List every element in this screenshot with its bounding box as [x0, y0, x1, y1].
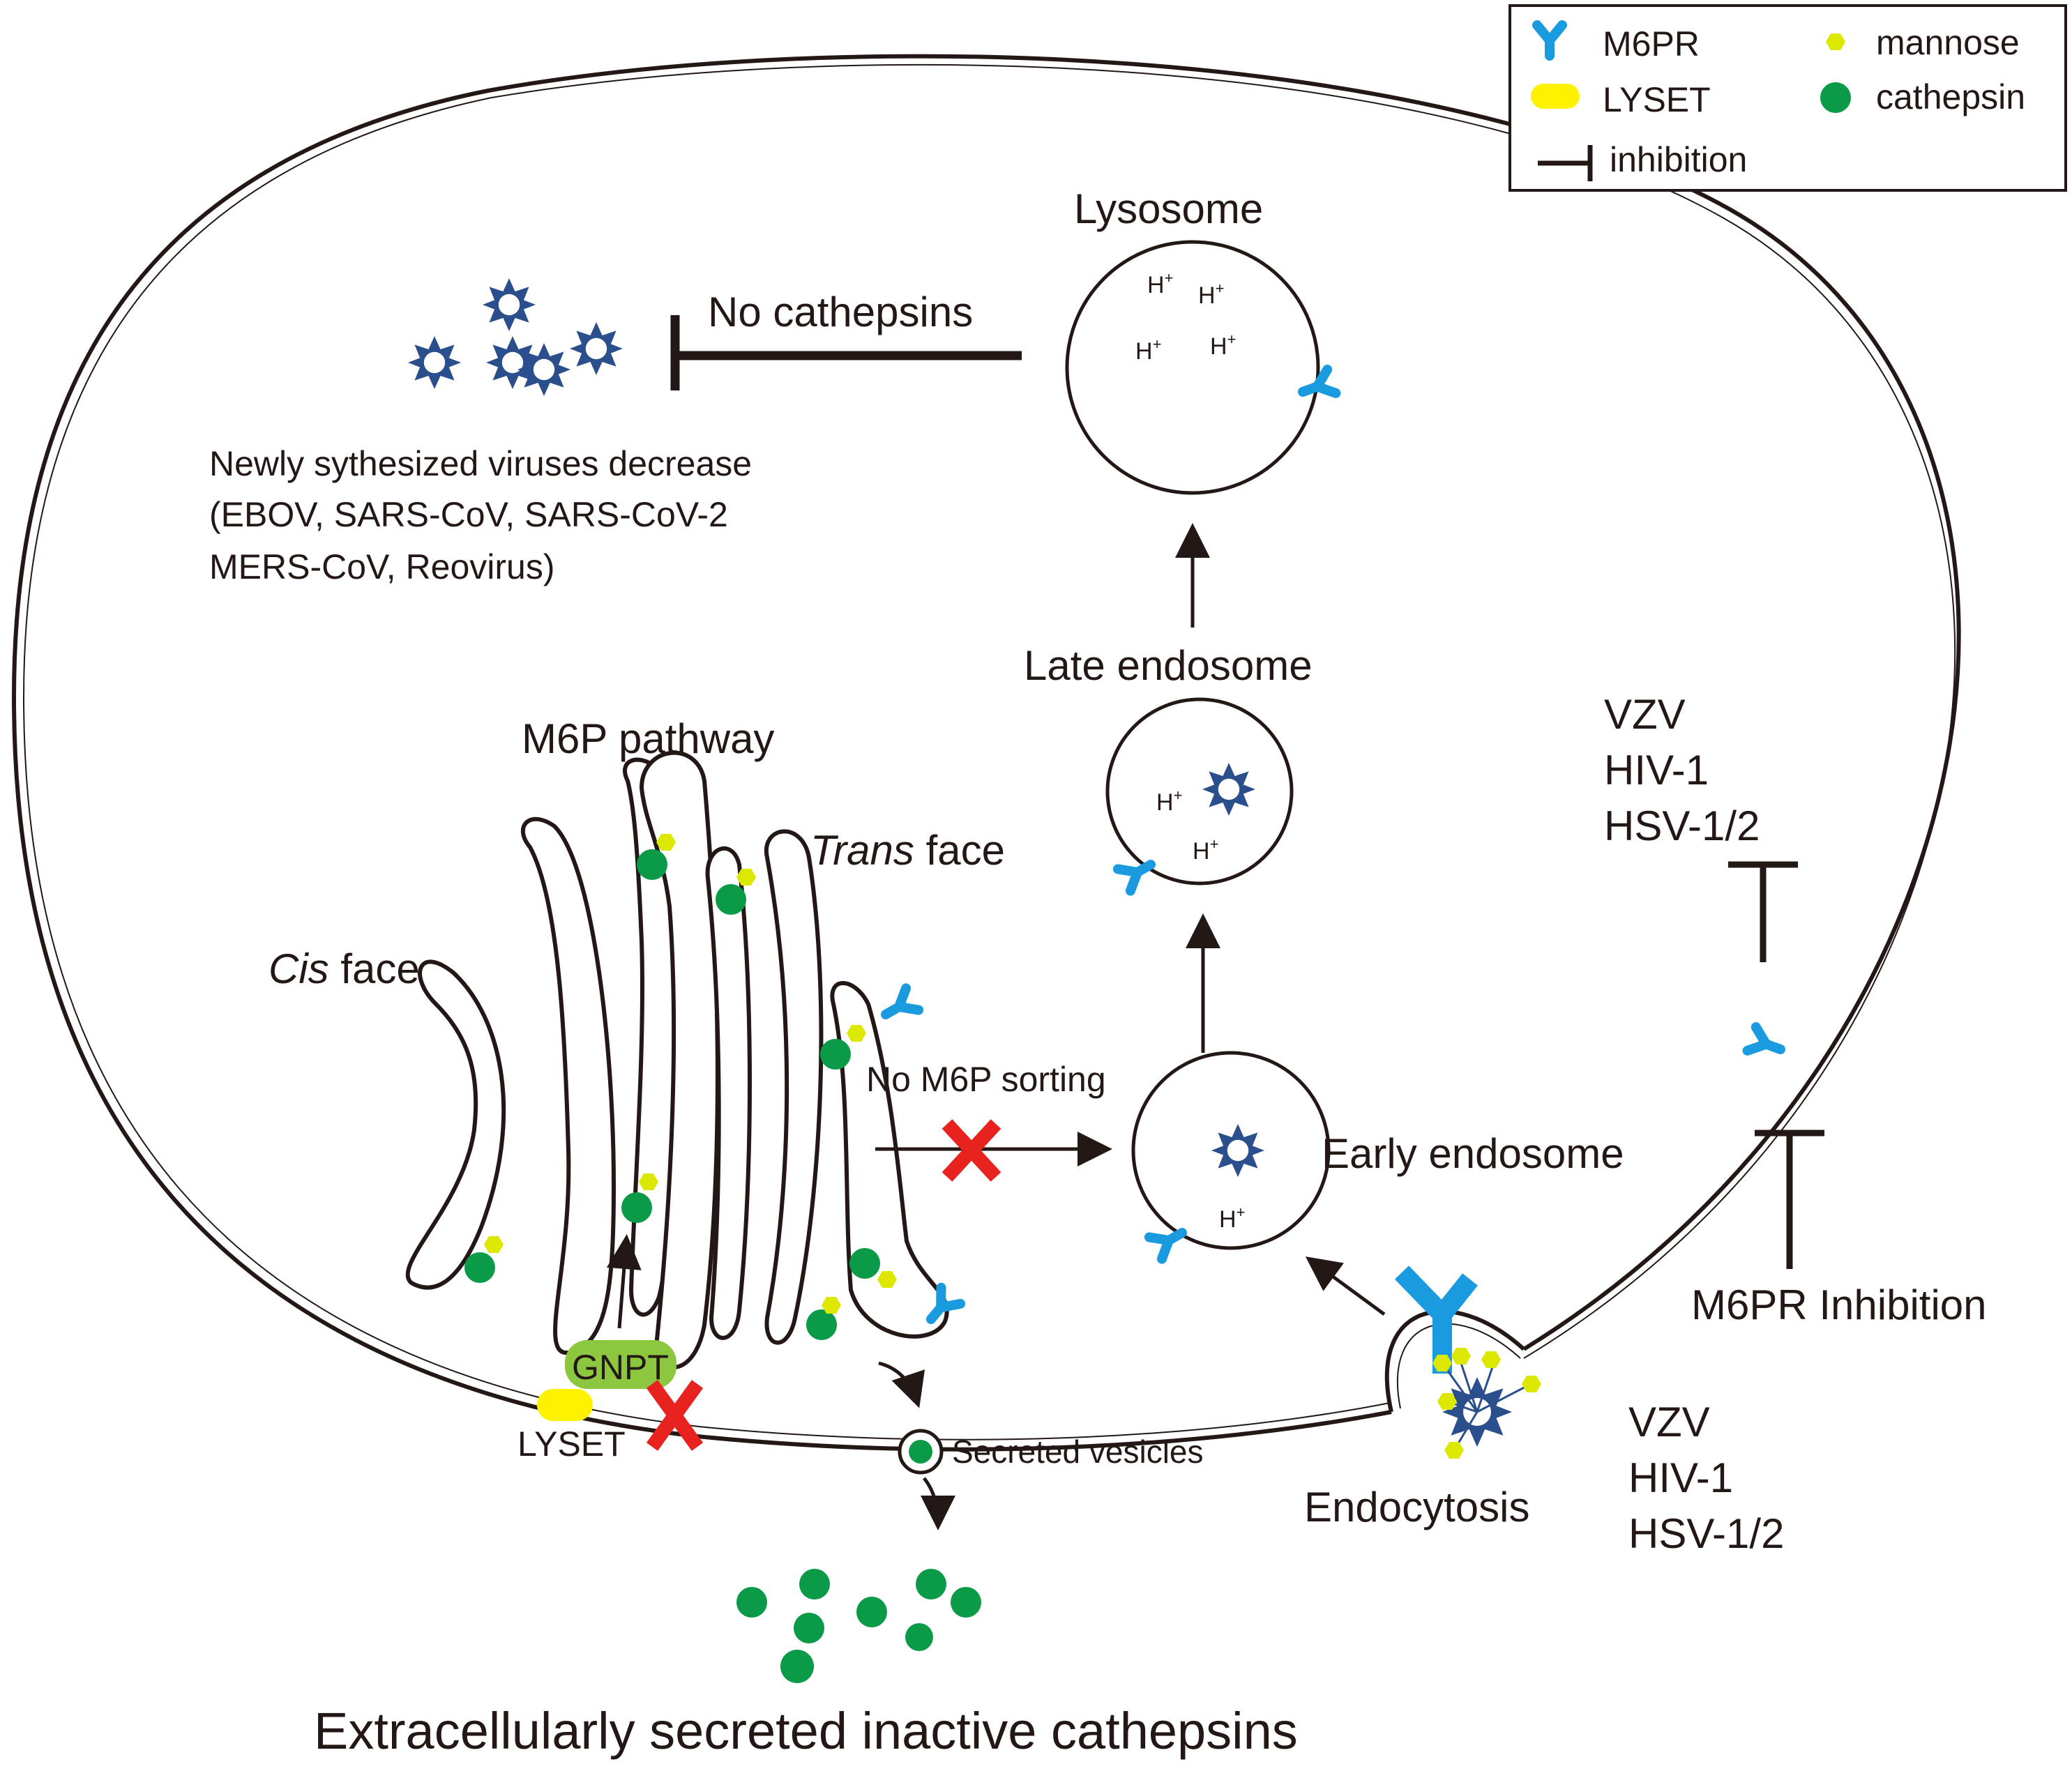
cathepsin-icon [951, 1587, 981, 1618]
early-endosome-proton: H+ [1219, 1203, 1245, 1233]
virus-top-vzv: VZV [1604, 691, 1686, 738]
lysosome-label: Lysosome [1074, 185, 1263, 232]
no-m6p-sorting-label: No M6P sorting [866, 1060, 1106, 1099]
m6pr-inhibition-label: M6PR Inhibition [1691, 1282, 1987, 1328]
legend-lyset-label: LYSET [1603, 80, 1711, 119]
virus-icon [570, 322, 623, 375]
golgi-apparatus [405, 750, 949, 1369]
cathepsin-icon [716, 884, 746, 915]
cathepsin-icon [464, 1252, 495, 1283]
membrane-m6pr-icon [1747, 1027, 1785, 1061]
legend-inhibition-label: inhibition [1610, 140, 1747, 179]
cathepsin-icon [916, 1569, 946, 1599]
cathepsin-icon [905, 1623, 933, 1651]
inhibition-legend-icon [1538, 145, 1593, 181]
early-endosome-label: Early endosome [1322, 1130, 1624, 1177]
legend: M6PR LYSET inhibition mannose cathepsin [1508, 4, 2067, 192]
mannose-icon [1481, 1351, 1501, 1368]
legend-box [1508, 4, 2067, 192]
mannose-icon [1444, 1442, 1464, 1459]
cathepsin-icon [849, 1248, 880, 1279]
virus-icon [408, 336, 461, 389]
cathepsin-icon [794, 1613, 824, 1643]
virus-bottom-hiv: HIV-1 [1628, 1454, 1733, 1501]
cathepsin-icon [736, 1587, 767, 1618]
svg-text:H+: H+ [1147, 269, 1173, 298]
virus-bottom-hsv: HSV-1/2 [1628, 1510, 1784, 1557]
secreted-vesicles-label: Secreted vesicles [952, 1434, 1204, 1470]
m6p-sorting-cross-icon [942, 1119, 1001, 1182]
mannose-icon [484, 1236, 504, 1253]
arrow-endocytosis-to-early [1305, 1256, 1386, 1316]
cathepsin-icon [621, 1192, 652, 1223]
no-cathepsins-inhibition-bar [670, 315, 1022, 390]
golgi-cisterna [764, 829, 824, 1345]
lyset-legend-icon [1531, 84, 1580, 109]
cathepsin-icon [637, 849, 667, 880]
legend-m6pr-label: M6PR [1603, 24, 1700, 63]
endocytic-pit-inner [1396, 1323, 1521, 1409]
lyset-protein [537, 1389, 593, 1421]
endocytosis-label: Endocytosis [1304, 1484, 1530, 1530]
virus-top-hiv: HIV-1 [1604, 747, 1709, 793]
cathepsin-icon [909, 1440, 932, 1464]
lysosome-protons: H+ H+ H+ H+ [1135, 269, 1236, 365]
virus-icon [483, 278, 536, 331]
svg-text:H+: H+ [1198, 280, 1224, 309]
gnpt-enzyme [565, 1340, 676, 1389]
mannose-icon [1451, 1348, 1471, 1365]
arrow-gnpt-to-golgi [606, 1234, 642, 1329]
arrow-vesicle-to-exterior [920, 1477, 955, 1530]
golgi-m6pr-icon [879, 988, 918, 1025]
legend-cathepsin-label: cathepsin [1876, 77, 2025, 116]
golgi-cisterna [520, 816, 616, 1355]
cathepsin-icon [806, 1309, 837, 1340]
late-endosome-proton: H+ [1156, 786, 1182, 816]
m6p-pathway-label: M6P pathway [522, 715, 774, 762]
cathepsin-icon [856, 1597, 887, 1627]
gnpt-cross-icon [646, 1380, 704, 1451]
gnpt-label: GNPT [572, 1348, 669, 1387]
cathepsin-icon [780, 1650, 814, 1683]
late-endosome-label: Late endosome [1024, 642, 1313, 689]
top-inhibition-bar [1728, 861, 1798, 962]
viruses-decrease-line-1: Newly sythesized viruses decrease [209, 444, 752, 483]
no-cathepsins-label: No cathepsins [708, 289, 973, 335]
cis-face-label: Cis face [269, 945, 420, 992]
endocytosis-complex [1394, 1265, 1541, 1459]
mannose-icon [1522, 1376, 1541, 1392]
endocytic-pit [1384, 1309, 1526, 1413]
virus-top-hsv: HSV-1/2 [1604, 803, 1760, 849]
legend-mannose-label: mannose [1876, 23, 2020, 62]
viruses-decrease-line-3: MERS-CoV, Reovirus) [209, 547, 555, 586]
extracellular-label: Extracellularly secreted inactive cathep… [314, 1702, 1298, 1760]
golgi-cargo [464, 834, 897, 1340]
viruses-decrease-line-2: (EBOV, SARS-CoV, SARS-CoV-2 [209, 495, 728, 534]
golgi-cisterna [640, 750, 720, 1369]
lyset-label: LYSET [517, 1424, 626, 1464]
golgi-cisterna [405, 959, 506, 1290]
arrow-golgi-to-vesicle [878, 1361, 925, 1408]
lysosome [1065, 240, 1320, 495]
cathepsin-icon [799, 1569, 830, 1599]
trans-face-label: Trans face [810, 827, 1005, 874]
cathepsin-legend-icon [1820, 82, 1851, 113]
cathepsin-icon [820, 1039, 851, 1070]
virus-bottom-vzv: VZV [1628, 1399, 1710, 1445]
svg-text:H+: H+ [1210, 330, 1236, 360]
late-endosome [1105, 697, 1294, 886]
golgi-cisterna [705, 846, 752, 1340]
bottom-inhibition-bar [1755, 1130, 1824, 1269]
late-endosome-proton: H+ [1193, 835, 1218, 865]
svg-text:H+: H+ [1135, 335, 1161, 365]
extracellular-cathepsins [736, 1569, 981, 1683]
